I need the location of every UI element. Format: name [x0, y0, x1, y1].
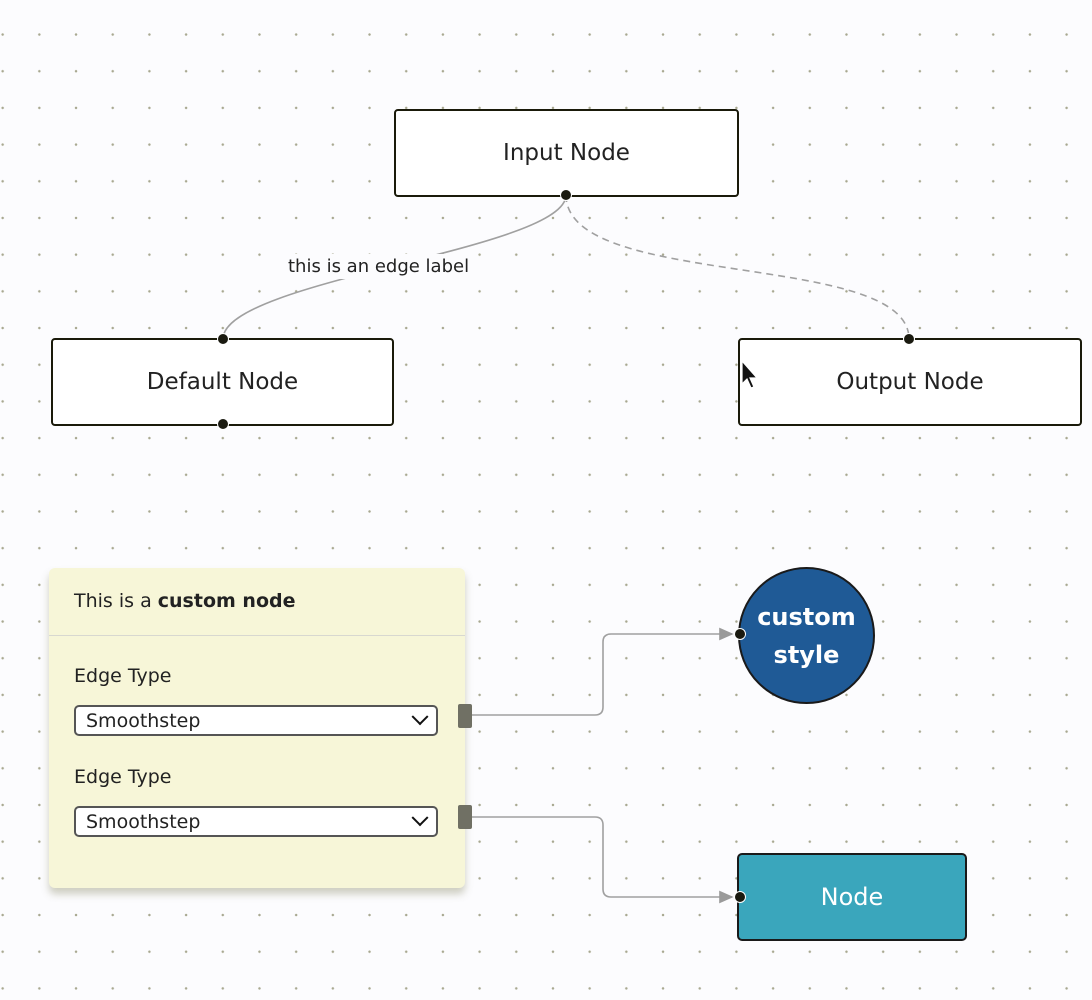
custom-style-label-line2: style — [773, 640, 840, 669]
custom-node-title: This is a custom node — [49, 568, 465, 636]
chevron-down-icon — [411, 707, 429, 725]
edge-type-select-2[interactable]: Smoothstep — [74, 806, 438, 837]
default-node-target-handle[interactable] — [217, 333, 229, 345]
teal-node-label: Node — [820, 883, 884, 911]
edge-type-select-1[interactable]: Smoothstep — [74, 705, 438, 736]
custom-node-source-handle-2[interactable] — [458, 805, 472, 829]
custom-style-target-handle[interactable] — [734, 628, 746, 640]
custom-style-label-line1: custom — [757, 602, 856, 631]
default-node[interactable]: Default Node — [51, 338, 394, 426]
teal-node[interactable]: Node — [737, 853, 967, 941]
mouse-cursor-icon — [741, 360, 759, 389]
edge-input-output[interactable] — [565, 194, 910, 340]
edge-type-select-1-value: Smoothstep — [86, 709, 201, 732]
chevron-down-icon — [411, 808, 429, 826]
edge-label[interactable]: this is an edge label — [282, 254, 476, 279]
edge-type-label-1: Edge Type — [74, 665, 172, 687]
input-node-source-handle[interactable] — [560, 189, 572, 201]
custom-style-node[interactable]: custom style — [738, 567, 875, 704]
output-node-label: Output Node — [836, 369, 984, 395]
default-node-label: Default Node — [146, 369, 299, 395]
input-node[interactable]: Input Node — [394, 109, 739, 197]
output-node[interactable]: Output Node — [738, 338, 1082, 426]
default-node-source-handle[interactable] — [217, 418, 229, 430]
output-node-target-handle[interactable] — [903, 333, 915, 345]
custom-node-title-bold: custom node — [157, 590, 296, 612]
custom-node[interactable]: This is a custom node Edge Type Smoothst… — [49, 568, 465, 888]
edge-custom-to-circle[interactable] — [471, 627, 734, 716]
edge-custom-to-node[interactable] — [471, 816, 734, 904]
edge-type-select-2-value: Smoothstep — [86, 810, 201, 833]
custom-node-source-handle-1[interactable] — [458, 704, 472, 728]
edge-type-label-2: Edge Type — [74, 766, 172, 788]
custom-node-title-prefix: This is a — [74, 590, 158, 612]
teal-node-target-handle[interactable] — [734, 891, 746, 903]
input-node-label: Input Node — [503, 140, 630, 166]
